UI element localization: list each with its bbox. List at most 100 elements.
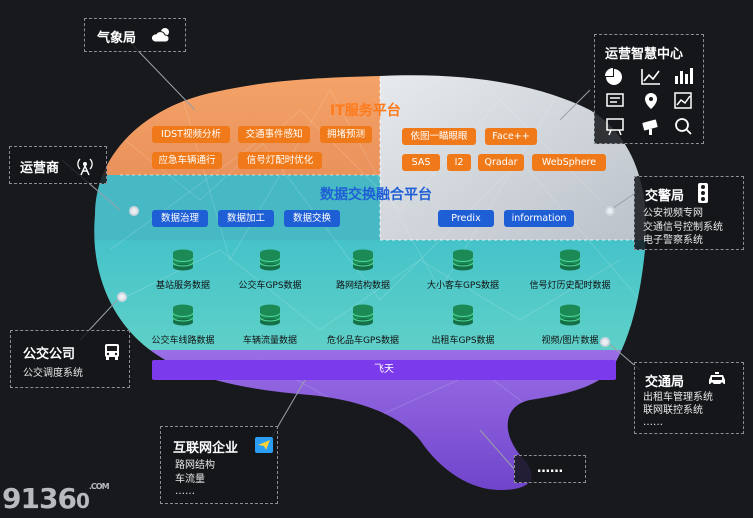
db-label: 信号灯历史配时数据	[529, 281, 611, 291]
board-icon	[606, 118, 624, 136]
bus-line-0: 公交调度系统	[23, 368, 83, 379]
it-tag-yitu: 依图一瞄眼眼	[402, 128, 476, 145]
antenna-icon	[77, 158, 93, 176]
db-road-network: 路网结构数据	[303, 248, 423, 291]
connector-dot	[129, 206, 139, 216]
db-label: 路网结构数据	[335, 281, 390, 291]
watermark-logo: 91360.COM	[2, 482, 110, 515]
it-tag-i2: I2	[447, 154, 471, 171]
db-label: 公交车GPS数据	[238, 281, 302, 291]
police-line-0: 公安视频专网	[643, 208, 703, 219]
db-hazmat-gps: 危化品车GPS数据	[303, 303, 423, 346]
source-internet-box: 互联网企业 路网结构 车流量 ……	[160, 426, 278, 504]
exchange-platform-title: 数据交换融合平台	[320, 187, 432, 203]
bus-icon	[105, 344, 119, 360]
db-bus-route: 公交车线路数据	[123, 303, 243, 346]
pie-chart-icon	[605, 68, 622, 85]
paper-plane-icon	[255, 437, 273, 453]
bar-chart-icon	[675, 68, 693, 84]
feitian-bar: 飞天	[152, 360, 616, 380]
exchange-tag-information: information	[504, 210, 574, 227]
police-title: 交警局	[645, 189, 685, 204]
transport-line-0: 出租车管理系统	[643, 392, 713, 403]
database-icon	[352, 249, 374, 271]
database-icon	[452, 249, 474, 271]
connector-dot	[117, 292, 127, 302]
search-icon	[675, 118, 692, 135]
it-tag-sas: SAS	[402, 154, 440, 171]
exchange-tag-governance: 数据治理	[152, 210, 208, 227]
database-icon	[259, 249, 281, 271]
line-chart-icon	[641, 69, 660, 85]
db-base-station: 基站服务数据	[123, 248, 243, 291]
cloud-sun-icon	[151, 28, 170, 43]
it-tag-facepp: Face++	[485, 128, 537, 145]
internet-line-2: ……	[175, 486, 195, 497]
trend-icon	[674, 92, 692, 109]
watermark-zero: 0	[75, 489, 90, 513]
db-label: 车辆流量数据	[242, 336, 297, 346]
database-icon	[259, 304, 281, 326]
db-label: 危化品车GPS数据	[326, 336, 400, 346]
transport-title: 交通局	[645, 375, 685, 390]
db-vehicle-flow: 车辆流量数据	[210, 303, 330, 346]
traffic-light-icon	[698, 183, 708, 203]
source-transport-box: 交通局 出租车管理系统 联网联控系统 ……	[634, 362, 744, 434]
taxi-icon	[709, 372, 725, 386]
db-video-image: 视频/图片数据	[510, 303, 630, 346]
connector-dot	[600, 337, 610, 347]
db-signal-history: 信号灯历史配时数据	[510, 248, 630, 291]
police-line-1: 交通信号控制系统	[643, 222, 723, 233]
exchange-tag-exchange: 数据交换	[284, 210, 340, 227]
operator-title: 运营商	[20, 161, 60, 176]
it-tag-signal: 信号灯配时优化	[238, 152, 322, 169]
exchange-tag-processing: 数据加工	[218, 210, 274, 227]
transport-line-1: 联网联控系统	[643, 405, 703, 416]
ops-center-title: 运营智慧中心	[605, 47, 684, 62]
connector-dot	[605, 206, 615, 216]
more-title: ……	[537, 461, 563, 476]
db-passenger-gps: 大小客车GPS数据	[403, 248, 523, 291]
bus-title: 公交公司	[23, 347, 76, 362]
it-tag-emergency: 应急车辆通行	[152, 152, 222, 169]
weather-title: 气象局	[97, 31, 137, 46]
database-icon	[172, 304, 194, 326]
it-tag-idst: IDST视频分析	[152, 126, 230, 143]
db-label: 出租车GPS数据	[431, 336, 495, 346]
source-bus-box: 公交公司 公交调度系统	[10, 330, 130, 388]
internet-line-1: 车流量	[175, 474, 205, 485]
source-more-box: ……	[514, 455, 586, 483]
source-operator-box: 运营商	[9, 146, 107, 184]
db-label: 视频/图片数据	[541, 336, 599, 346]
source-police-box: 交警局 公安视频专网 交通信号控制系统 电子警察系统	[634, 176, 744, 250]
camera-icon	[642, 119, 658, 135]
db-bus-gps: 公交车GPS数据	[210, 248, 330, 291]
database-icon	[559, 249, 581, 271]
database-icon	[172, 249, 194, 271]
it-tag-event: 交通事件感知	[238, 126, 310, 143]
exchange-tag-predix: Predix	[438, 210, 494, 227]
police-line-2: 电子警察系统	[643, 235, 703, 246]
it-platform-title: IT服务平台	[330, 103, 401, 119]
source-weather-box: 气象局	[84, 18, 186, 52]
source-ops-center-box: 运营智慧中心	[594, 34, 704, 144]
db-label: 大小客车GPS数据	[426, 281, 500, 291]
db-label: 基站服务数据	[155, 281, 210, 291]
internet-line-0: 路网结构	[175, 460, 215, 471]
db-label: 公交车线路数据	[151, 336, 215, 346]
watermark-text: 9136	[2, 482, 77, 515]
database-icon	[452, 304, 474, 326]
database-icon	[559, 304, 581, 326]
map-pin-icon	[645, 93, 657, 109]
database-icon	[352, 304, 374, 326]
db-taxi-gps: 出租车GPS数据	[403, 303, 523, 346]
transport-line-2: ……	[643, 417, 663, 428]
it-tag-websphere: WebSphere	[532, 154, 606, 171]
it-tag-qradar: Qradar	[478, 154, 524, 171]
document-icon	[606, 93, 624, 107]
ops-icons-grid	[605, 68, 693, 136]
internet-title: 互联网企业	[173, 441, 239, 456]
watermark-suffix: .COM	[88, 482, 110, 491]
it-tag-congestion: 拥堵预测	[320, 126, 372, 143]
